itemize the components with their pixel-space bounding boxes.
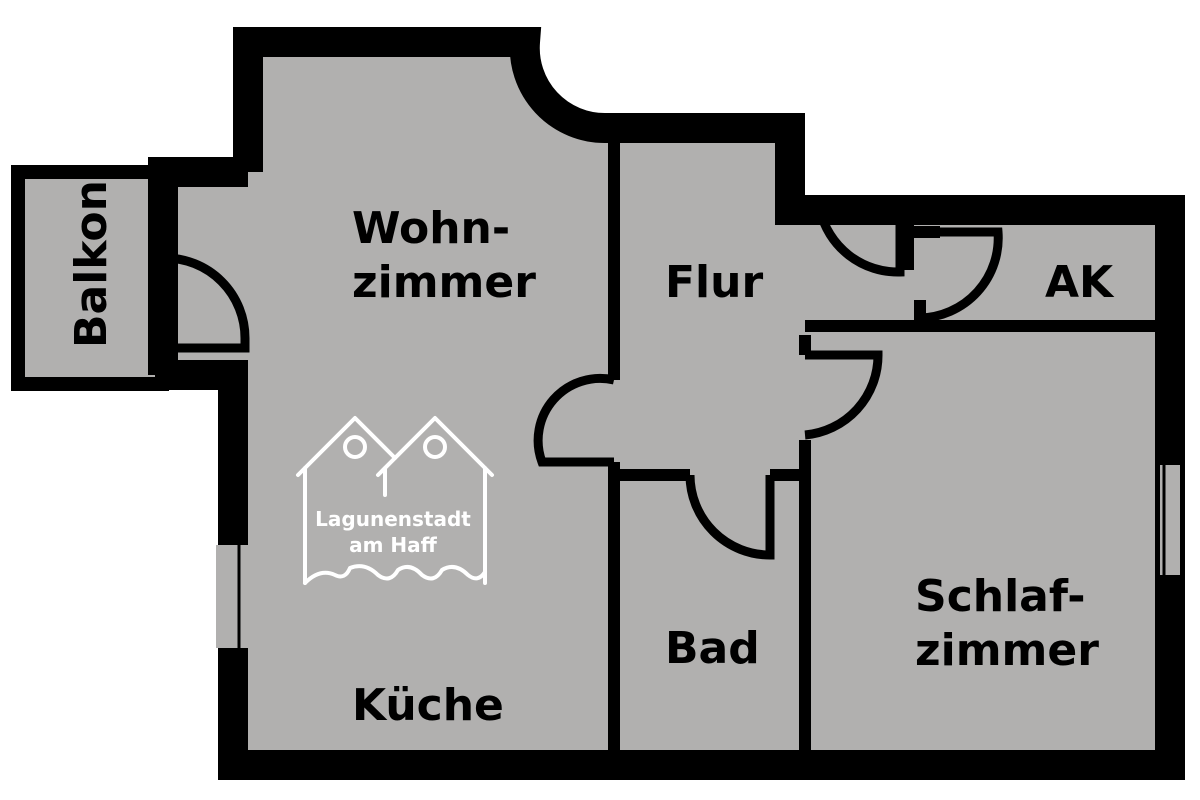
door-flur-schlaf xyxy=(804,350,883,440)
label-kueche: Küche xyxy=(352,680,504,731)
label-balkon: Balkon xyxy=(66,180,117,348)
door-wohn-flur xyxy=(533,373,616,467)
balkon-floor xyxy=(18,172,162,384)
logo-house-left-icon xyxy=(296,416,397,585)
logo-text-line2: am Haff xyxy=(349,533,438,557)
lagunenstadt-logo: Lagunenstadt am Haff xyxy=(296,416,494,585)
logo-waves-icon xyxy=(303,564,487,585)
doors xyxy=(164,208,1003,560)
door-balkon xyxy=(164,253,250,353)
logo-house-right-icon xyxy=(376,416,494,585)
label-wohnzimmer-2: zimmer xyxy=(352,257,536,308)
logo-text-line1: Lagunenstadt xyxy=(315,507,471,531)
label-schlafzimmer-2: zimmer xyxy=(915,625,1099,676)
label-schlafzimmer-1: Schlaf- xyxy=(915,571,1086,622)
label-wohnzimmer-1: Wohn- xyxy=(352,203,510,254)
door-ak xyxy=(919,227,1003,323)
door-flur-bad xyxy=(685,474,775,560)
door-flur-entrance xyxy=(815,208,905,277)
label-bad: Bad xyxy=(665,623,760,674)
outer-wall xyxy=(163,26,1185,780)
label-flur: Flur xyxy=(665,257,763,308)
label-ak: AK xyxy=(1045,257,1115,308)
room-labels: Wohn- zimmer Küche Balkon Flur AK Bad Sc… xyxy=(66,180,1115,731)
balkon-wall xyxy=(11,165,169,391)
exterior-walls xyxy=(11,26,1185,780)
